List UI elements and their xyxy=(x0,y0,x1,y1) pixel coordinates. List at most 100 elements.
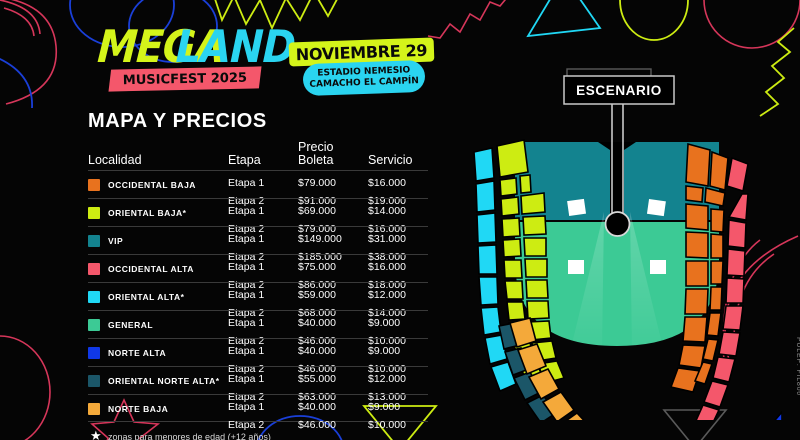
fee-stage-2: $10.000 xyxy=(368,419,406,431)
column-header-stage: Etapa xyxy=(228,153,261,167)
fee-stage-1: $12.000 xyxy=(368,289,406,301)
logo-text-land: LAND xyxy=(174,21,296,74)
map-notch-left xyxy=(592,142,610,150)
zone-name: ORIENTAL ALTA* xyxy=(108,292,185,302)
stage-label-1: Etapa 1 xyxy=(228,205,265,217)
stage-label-1: Etapa 1 xyxy=(228,317,265,329)
fee-stage-1: $31.000 xyxy=(368,233,406,245)
map-zone-occidental-baja xyxy=(669,142,729,393)
fee-stage-1: $9.000 xyxy=(368,317,401,329)
decor-bottom-left-blue-arc xyxy=(0,52,64,112)
zone-name: NORTE BAJA xyxy=(108,404,169,414)
map-zone-occidental-alta xyxy=(695,156,749,420)
map-zone-oriental-alta xyxy=(473,147,518,393)
decor-cyan-triangle xyxy=(524,0,604,40)
map-notch-right xyxy=(624,142,642,150)
stage-label-1: Etapa 1 xyxy=(228,233,265,245)
zone-color-swatch xyxy=(88,319,100,331)
page-title: MAPA Y PRECIOS xyxy=(88,110,267,132)
map-zone-norte-alta xyxy=(774,410,782,420)
table-footnote: ★ zonas para menores de edad (+12 años) xyxy=(88,428,428,440)
event-date-badge: NOVIEMBRE 29 ESTADIO NEMESIO CAMACHO EL … xyxy=(288,37,435,100)
stage-label-1: Etapa 1 xyxy=(228,261,265,273)
price-stage-1: $75.000 xyxy=(298,261,336,273)
footnote-text: zonas para menores de edad (+12 años) xyxy=(108,432,271,440)
decor-top-pink-zigzag xyxy=(427,0,518,50)
price-stage-1: $40.000 xyxy=(298,317,336,329)
decor-pink-circle-left xyxy=(0,330,74,440)
zone-color-swatch xyxy=(88,263,100,275)
zone-name: GENERAL xyxy=(108,320,154,330)
price-stage-1: $69.000 xyxy=(298,205,336,217)
stage-label-2: Etapa 2 xyxy=(228,419,265,431)
fee-stage-1: $16.000 xyxy=(368,177,406,189)
logo-banner-text: MUSICFEST 2025 xyxy=(122,70,248,88)
column-header-fee: Servicio xyxy=(368,153,413,167)
map-speaker-right xyxy=(646,198,666,217)
column-header-locality: Localidad xyxy=(88,153,142,167)
map-speaker-left xyxy=(567,198,587,217)
map-stage-node xyxy=(604,211,631,237)
venue-pill: ESTADIO NEMESIO CAMACHO EL CAMPÍN xyxy=(302,59,426,97)
price-stage-1: $55.000 xyxy=(298,373,336,385)
stage-label-1: Etapa 1 xyxy=(228,289,265,301)
stadium-map: ESCENARIO xyxy=(452,60,782,420)
zone-name: OCCIDENTAL BAJA xyxy=(108,180,196,190)
price-stage-2: $46.000 xyxy=(298,419,336,431)
map-light-beam-left xyxy=(570,212,604,346)
fee-stage-1: $12.000 xyxy=(368,373,406,385)
price-stage-1: $79.000 xyxy=(298,177,336,189)
zone-color-swatch xyxy=(88,403,100,415)
zone-color-swatch xyxy=(88,179,100,191)
table-header-row: Localidad Etapa Precio Boleta Servicio xyxy=(88,138,428,170)
zone-name: ORIENTAL NORTE ALTA* xyxy=(108,376,220,386)
zone-name: VIP xyxy=(108,236,124,246)
zone-color-swatch xyxy=(88,291,100,303)
map-light-beam-right xyxy=(630,212,664,346)
price-table: Localidad Etapa Precio Boleta Servicio O… xyxy=(88,138,428,440)
map-zone-oriental-baja xyxy=(496,139,566,390)
fee-stage-1: $16.000 xyxy=(368,261,406,273)
price-stage-1: $40.000 xyxy=(298,401,336,413)
price-cell: $40.000 $46.000 xyxy=(298,397,336,433)
zone-color-swatch xyxy=(88,207,100,219)
zone-color-swatch xyxy=(88,347,100,359)
festival-logo: MEGA LAND MUSICFEST 2025 xyxy=(96,22,296,100)
stage-label-1: Etapa 1 xyxy=(228,177,265,189)
map-stage-box xyxy=(563,75,675,105)
price-stage-1: $59.000 xyxy=(298,289,336,301)
zone-name: ORIENTAL BAJA* xyxy=(108,208,187,218)
fee-stage-1: $9.000 xyxy=(368,345,401,357)
price-stage-1: $40.000 xyxy=(298,345,336,357)
star-icon: ★ xyxy=(90,428,102,440)
logo-banner: MUSICFEST 2025 xyxy=(108,66,262,92)
zone-name: NORTE ALTA xyxy=(108,348,167,358)
map-screen-left xyxy=(568,260,584,274)
stage-label-1: Etapa 1 xyxy=(228,345,265,357)
column-header-price: Precio Boleta xyxy=(298,140,334,167)
fee-cell: $9.000 $10.000 xyxy=(368,397,406,433)
fee-stage-1: $14.000 xyxy=(368,205,406,217)
fee-stage-1: $9.000 xyxy=(368,401,401,413)
price-stage-1: $149.000 xyxy=(298,233,342,245)
zone-color-swatch xyxy=(88,375,100,387)
decor-lime-circle-top xyxy=(612,0,696,46)
map-zone-norte-baja xyxy=(508,317,585,420)
stage-label-1: Etapa 1 xyxy=(228,373,265,385)
decor-pink-circle-top-right xyxy=(700,0,800,64)
map-screen-right xyxy=(650,260,666,274)
map-center-gap xyxy=(610,142,624,220)
pulep-credit: PULEP: FIL806 xyxy=(795,336,800,396)
